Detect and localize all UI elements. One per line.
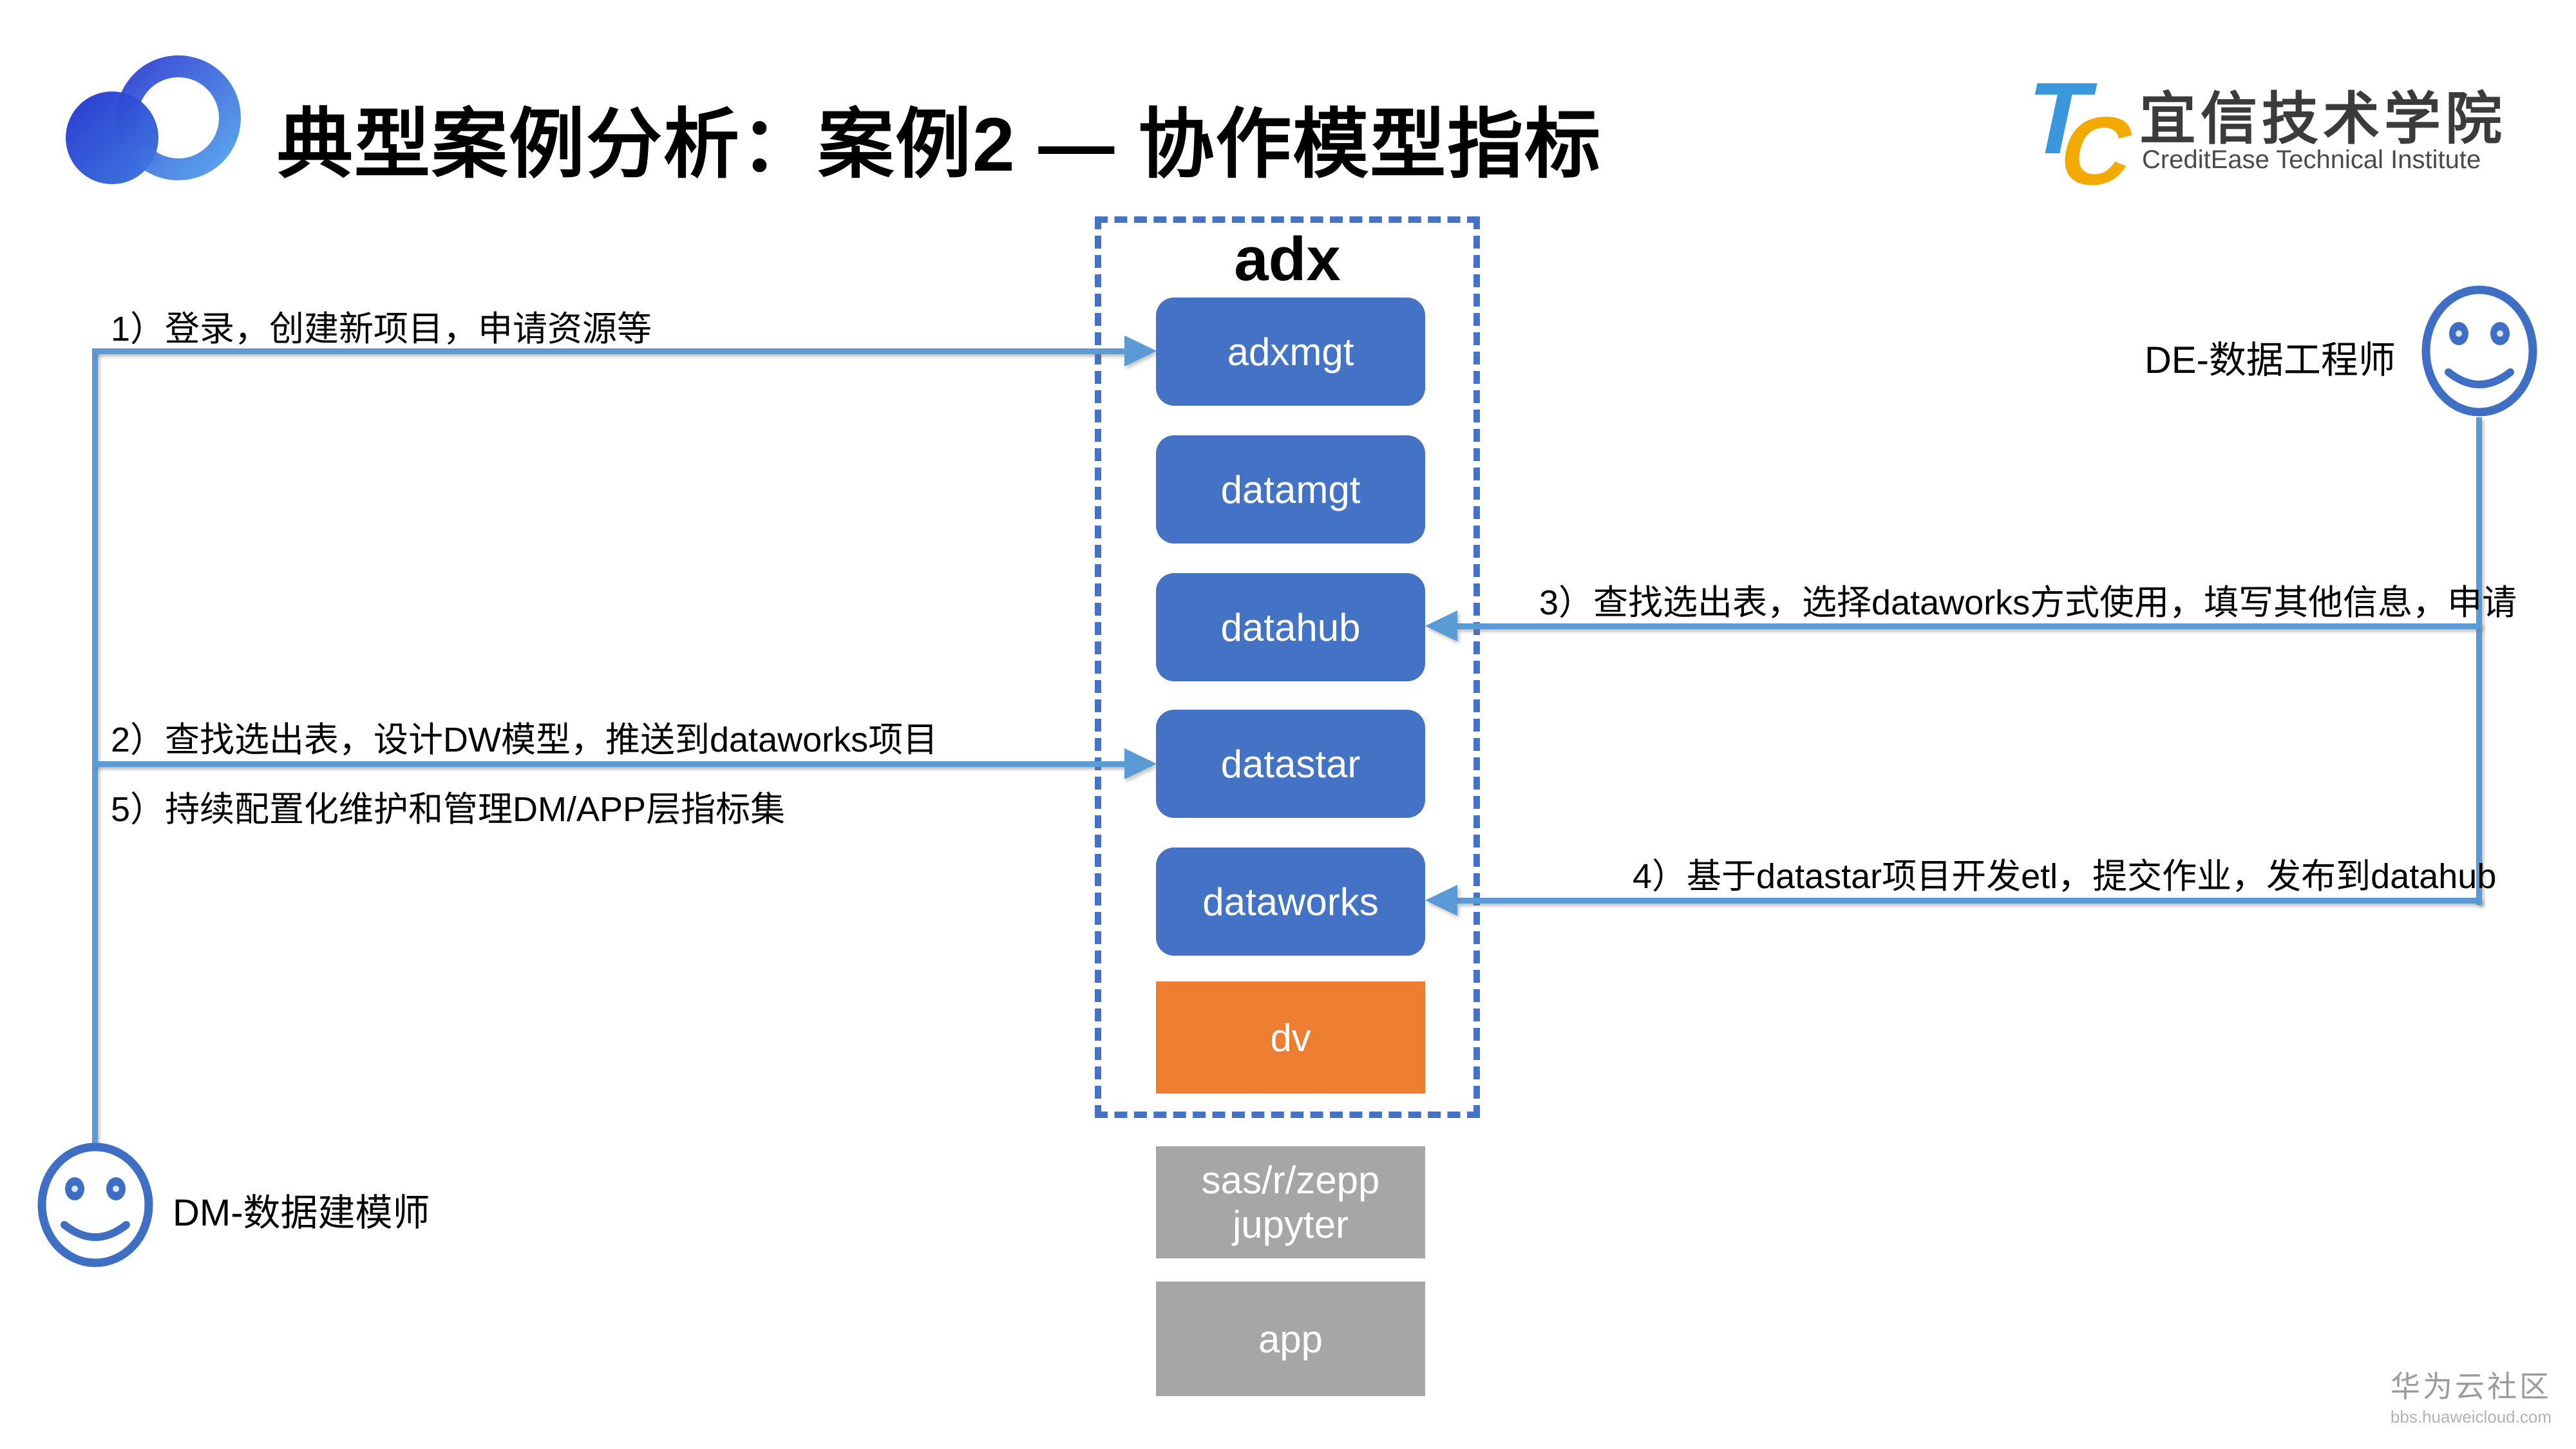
node-app-label: app [1258,1317,1323,1361]
arrow-line-2 [92,761,1126,767]
annotation-step-4: 4）基于datastar项目开发etl，提交作业，发布到datahub [1633,857,2497,896]
node-dv: dv [1156,981,1425,1094]
node-adxmgt-label: adxmgt [1227,330,1354,374]
arrow-line-3 [1457,623,2482,629]
actor-dm-label: DM-数据建模师 [173,1192,430,1234]
annotation-step-1: 1）登录，创建新项目，申请资源等 [111,310,652,348]
node-sas-label-line1: sas/r/zepp [1201,1159,1380,1202]
node-datahub: datahub [1156,573,1425,681]
arrow-line-4 [1457,898,2482,904]
node-datamgt-label: datamgt [1220,468,1361,511]
arrowhead-1-right-icon [1124,336,1157,366]
watermark-site-url: bbs.huaweicloud.com [2390,1407,2552,1426]
adx-dashed-container [1095,216,1480,1118]
node-datahub-label: datahub [1220,605,1361,649]
node-dv-label: dv [1270,1016,1311,1059]
adx-container-label: adx [1234,225,1341,294]
watermark-site-name: 华为云社区 [2391,1370,2552,1403]
node-adxmgt: adxmgt [1156,298,1425,406]
brand-logo: C T 宜信技术学院 CreditEase Technical Institut… [2016,62,2557,205]
de-flow-vertical-line [2476,417,2482,905]
node-sas-label-line2: jupyter [1232,1203,1349,1246]
arrow-line-1 [92,348,1126,354]
node-datastar: datastar [1156,710,1425,818]
arrowhead-2-right-icon [1124,748,1157,779]
node-dataworks: dataworks [1156,848,1425,956]
brand-name-en: CreditEase Technical Institute [2142,146,2481,174]
arrowhead-4-left-icon [1425,885,1457,916]
node-app: app [1156,1282,1425,1396]
annotation-step-5: 5）持续配置化维护和管理DM/APP层指标集 [111,790,786,829]
watermark: 华为云社区 bbs.huaweicloud.com [2391,1363,2552,1427]
page-title: 典型案例分析：案例2 — 协作模型指标 [277,102,1602,187]
dm-flow-vertical-line [92,348,98,1144]
actor-de-label: DE-数据工程师 [2145,339,2396,381]
arrowhead-3-left-icon [1425,611,1457,641]
annotation-step-2: 2）查找选出表，设计DW模型，推送到dataworks项目 [111,721,938,759]
node-datastar-label: datastar [1220,742,1361,786]
brand-tc-monogram-icon: C T [2016,62,2151,205]
slide-logo-circles-icon [66,55,241,184]
brand-name-cn: 宜信技术学院 [2139,87,2507,151]
dm-smiley-face-icon [37,1142,153,1267]
node-sas-r-zepp-jupyter: sas/r/zepp jupyter [1156,1146,1425,1258]
node-dataworks-label: dataworks [1202,880,1379,923]
de-smiley-face-icon [2421,285,2537,417]
annotation-step-3: 3）查找选出表，选择dataworks方式使用，填写其他信息，申请 [1539,583,2517,622]
node-datamgt: datamgt [1156,435,1425,544]
